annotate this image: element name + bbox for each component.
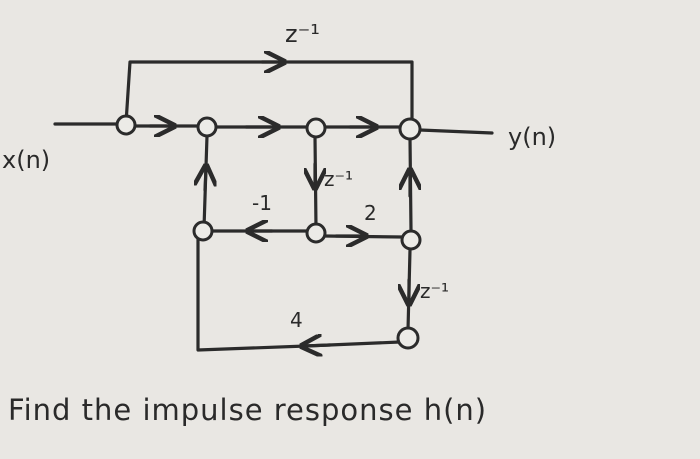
bottom-left-arrow bbox=[304, 345, 332, 346]
node-b bbox=[305, 117, 327, 139]
top-bypass-branch bbox=[124, 60, 414, 125]
output-label: y(n) bbox=[508, 123, 556, 151]
input-label: x(n) bbox=[2, 146, 50, 174]
node-e bbox=[400, 229, 422, 251]
bottom-feedback-branch bbox=[196, 236, 402, 352]
output-node bbox=[398, 117, 422, 141]
question-caption: Find the impulse response h(n) bbox=[8, 393, 487, 427]
node-d bbox=[305, 222, 327, 244]
node-c bbox=[192, 220, 214, 242]
input-node bbox=[115, 114, 137, 136]
right-delay-label: z⁻¹ bbox=[420, 279, 449, 303]
top-path-gain-label: z⁻¹ bbox=[285, 20, 320, 48]
gain-right-label: 2 bbox=[364, 201, 377, 225]
left-up-arrow bbox=[205, 168, 206, 192]
output-line bbox=[418, 128, 494, 135]
gain-bottom-label: 4 bbox=[290, 308, 303, 332]
node-a bbox=[196, 116, 218, 138]
gain-left-label: -1 bbox=[252, 191, 272, 215]
middle-delay-label: z⁻¹ bbox=[324, 167, 353, 191]
node-f bbox=[396, 326, 420, 350]
